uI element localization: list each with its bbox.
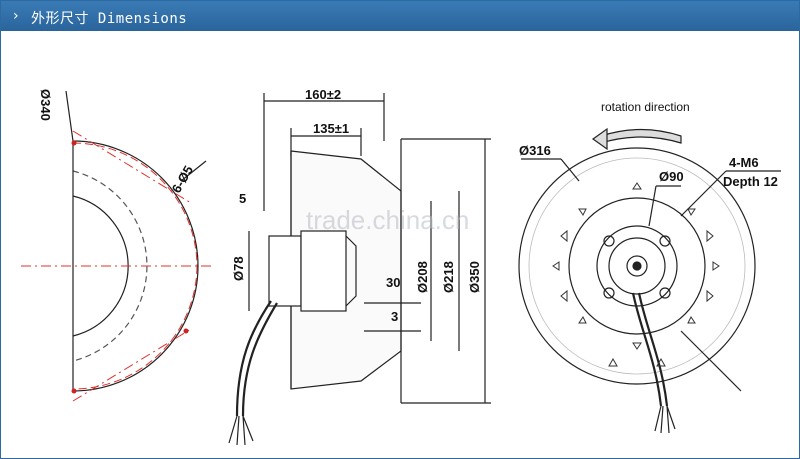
rotation-direction-label: rotation direction	[601, 100, 690, 114]
hub-offset-label: 5	[239, 191, 246, 206]
inlet-diameter-label: Ø208	[415, 261, 430, 293]
holes-label: 6-Ø5	[169, 163, 196, 196]
overall-length-label: 160±2	[305, 87, 341, 102]
chevron-right-icon: ›	[13, 8, 19, 24]
watermark: trade.china.cn	[306, 205, 469, 235]
impeller-diameter-label: Ø350	[467, 261, 482, 293]
bolt-circle-label: Ø316	[519, 143, 551, 158]
flange-width-label: 30	[386, 275, 400, 290]
hub-diameter-label: Ø90	[659, 169, 684, 184]
motor-diameter-label: Ø78	[231, 256, 246, 281]
front-view	[518, 127, 781, 434]
section-header: › 外形尺寸 Dimensions	[1, 1, 799, 31]
front-blade-triangles	[552, 182, 720, 367]
thread-label: 4-M6	[729, 155, 759, 170]
ring-diameter-label: Ø218	[441, 261, 456, 293]
dimension-drawing: Ø340 6-Ø5	[21, 87, 781, 446]
left-flange-view	[21, 90, 211, 402]
side-view	[228, 93, 491, 446]
section-title: 外形尺寸 Dimensions	[31, 11, 188, 27]
inner-length-label: 135±1	[313, 121, 349, 136]
outer-diameter-label: Ø340	[38, 89, 53, 121]
depth-label: Depth 12	[723, 174, 778, 189]
flange-thickness-label: 3	[391, 309, 398, 324]
